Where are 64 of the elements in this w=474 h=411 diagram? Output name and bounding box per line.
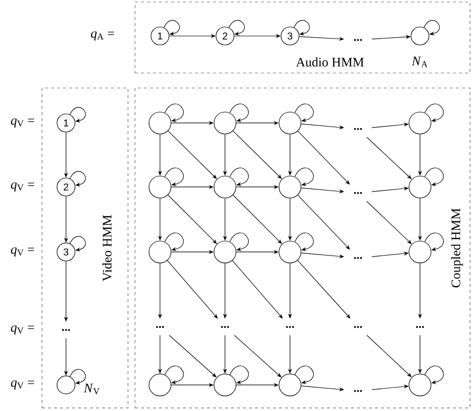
ellipsis: ... xyxy=(62,329,70,331)
state-circle xyxy=(278,176,302,198)
self-loop-arrow xyxy=(164,168,184,186)
self-loop-arrow xyxy=(70,171,86,186)
state-circle xyxy=(214,176,236,198)
state-circle xyxy=(278,374,302,396)
ellipsis: ... xyxy=(354,128,362,130)
state-variable-label: q$_{V}$ = xyxy=(11,182,34,192)
ellipsis: ... xyxy=(354,39,362,41)
self-loop-arrow xyxy=(164,104,184,122)
state-circle xyxy=(408,176,432,198)
self-loop-arrow xyxy=(229,366,249,384)
state-label: N$_{V}$ xyxy=(84,384,100,394)
self-loop-arrow xyxy=(424,20,440,36)
ellipsis: ... xyxy=(416,326,424,328)
ellipsis: ... xyxy=(286,326,294,328)
state-circle xyxy=(214,112,236,134)
self-loop-arrow xyxy=(229,232,249,252)
self-loop-arrow xyxy=(294,168,314,186)
arrow xyxy=(232,194,282,244)
self-loop-arrow xyxy=(164,232,184,252)
self-loop-arrow xyxy=(164,20,180,36)
state-circle xyxy=(148,112,172,134)
ellipsis: ... xyxy=(156,326,164,328)
frame-label: Audio HMM xyxy=(296,57,364,67)
self-loop-arrow xyxy=(229,168,249,186)
state-circle xyxy=(278,112,302,134)
frame-label: Video HMM xyxy=(102,215,112,282)
ellipsis: ... xyxy=(221,326,229,328)
self-loop-arrow xyxy=(294,104,314,122)
state-circle xyxy=(214,240,236,264)
frame-label: Coupled HMM xyxy=(451,208,463,288)
self-loop-arrow xyxy=(70,369,86,384)
state-variable-label: q$_{V}$ = xyxy=(11,380,34,390)
state-circle xyxy=(214,374,236,396)
state-variable-label: q$_{V}$ = xyxy=(11,118,34,128)
self-loop-arrow xyxy=(164,366,184,384)
state-variable-label: q$_{V}$ = xyxy=(11,248,34,256)
state-circle xyxy=(148,240,172,264)
self-loop-arrow xyxy=(229,104,249,122)
state-circle xyxy=(148,176,172,198)
self-loop-arrow xyxy=(294,232,314,252)
ellipsis: ... xyxy=(354,192,362,194)
state-variable-label: q$_{A}$ = xyxy=(91,32,114,40)
state-circle xyxy=(408,240,432,264)
self-loop-arrow xyxy=(424,104,444,122)
ellipsis: ... xyxy=(354,326,362,328)
state-label: N$_{A}$ xyxy=(412,56,428,68)
self-loop-arrow xyxy=(70,236,86,252)
state-circle xyxy=(278,240,302,264)
self-loop-arrow xyxy=(70,107,86,122)
self-loop-arrow xyxy=(228,20,245,36)
state-circle xyxy=(148,374,172,396)
self-loop-arrow xyxy=(294,366,314,384)
ellipsis: ... xyxy=(354,390,362,392)
ellipsis: ... xyxy=(354,257,362,259)
state-circle xyxy=(408,374,432,396)
self-loop-arrow xyxy=(294,20,310,36)
self-loop-arrow xyxy=(424,366,444,384)
state-circle xyxy=(408,112,432,134)
self-loop-arrow xyxy=(424,232,444,252)
arrow xyxy=(168,194,217,244)
state-variable-label: q$_{V}$ = xyxy=(11,326,34,334)
self-loop-arrow xyxy=(424,168,444,186)
